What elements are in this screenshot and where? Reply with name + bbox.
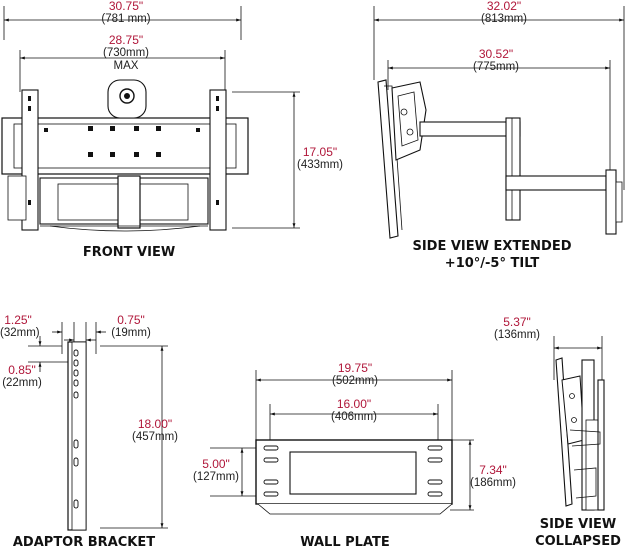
- wall-width-metric: (502mm): [331, 375, 378, 387]
- front-inner-metric: (730mm): [102, 47, 149, 59]
- collapsed-depth-imperial: 5.37": [503, 315, 531, 329]
- adaptor-bracket-title: ADAPTOR BRACKET: [12, 535, 156, 550]
- front-inner-imperial: 28.75": [108, 33, 144, 47]
- side-ext-arm-imperial: 30.52": [478, 47, 514, 61]
- collapsed-depth-dim: 5.37" (136mm): [486, 316, 548, 342]
- adaptor-height-dim: 18.00" (457mm): [126, 418, 184, 444]
- wall-height-metric: (186mm): [469, 477, 516, 489]
- front-width-dim: 30.75" (781 mm): [96, 0, 156, 26]
- wall-holes-imperial: 16.00": [336, 397, 372, 411]
- wall-width-imperial: 19.75": [337, 361, 373, 375]
- side-ext-total-imperial: 32.02": [486, 0, 522, 13]
- adaptor-top-imperial: 1.25": [4, 313, 32, 327]
- wall-width-dim: 19.75" (502mm): [324, 362, 386, 388]
- wall-holes-dim: 16.00" (406mm): [320, 398, 388, 424]
- wall-hole-v-imperial: 5.00": [202, 457, 230, 471]
- side-ext-total-dim: 32.02" (813mm): [472, 0, 536, 26]
- side-extended-title: SIDE VIEW EXTENDED +10°/-5° TILT: [404, 238, 580, 272]
- wall-holes-metric: (406mm): [330, 411, 377, 423]
- adaptor-top-metric: (32mm): [0, 327, 40, 339]
- side-extended-title-line2: +10°/-5° TILT: [444, 256, 540, 271]
- side-collapsed-title: SIDE VIEW COLLAPSED: [530, 516, 626, 550]
- adaptor-height-imperial: 18.00": [137, 417, 173, 431]
- front-width-metric: (781 mm): [101, 13, 151, 25]
- adaptor-side-imperial: 0.85": [8, 363, 36, 377]
- front-height-metric: (433mm): [296, 159, 343, 171]
- wall-height-imperial: 7.34": [479, 463, 507, 477]
- adaptor-bracket-drawing: [28, 322, 168, 531]
- side-collapsed-title-line2: COLLAPSED: [535, 534, 621, 549]
- front-view-title: FRONT VIEW: [82, 245, 176, 260]
- adaptor-side-dim: 0.85" (22mm): [0, 364, 44, 390]
- front-view-drawing: [1, 6, 300, 232]
- collapsed-depth-metric: (136mm): [493, 329, 540, 341]
- side-ext-arm-dim: 30.52" (775mm): [460, 48, 532, 74]
- side-collapsed-title-line1: SIDE VIEW: [539, 517, 617, 532]
- adaptor-right-imperial: 0.75": [117, 313, 145, 327]
- front-inner-dim: 28.75" (730mm) MAX: [94, 34, 158, 73]
- wall-plate-drawing: [210, 370, 474, 515]
- side-ext-arm-metric: (775mm): [472, 61, 519, 73]
- wall-hole-v-metric: (127mm): [192, 471, 239, 483]
- wall-plate-title: WALL PLATE: [300, 535, 390, 550]
- front-inner-note: MAX: [113, 60, 139, 72]
- adaptor-height-metric: (457mm): [131, 431, 178, 443]
- wall-hole-v-dim: 5.00" (127mm): [186, 458, 246, 484]
- side-extended-drawing: [373, 6, 625, 239]
- adaptor-right-dim: 0.75" (19mm): [102, 314, 160, 340]
- adaptor-top-dim: 1.25" (32mm): [0, 313, 40, 340]
- wall-height-dim: 7.34" (186mm): [462, 464, 524, 490]
- front-height-dim: 17.05" (433mm): [290, 146, 350, 172]
- side-extended-title-line1: SIDE VIEW EXTENDED: [412, 239, 572, 254]
- side-ext-total-metric: (813mm): [480, 13, 527, 25]
- adaptor-right-metric: (19mm): [111, 327, 151, 339]
- adaptor-side-metric: (22mm): [2, 377, 42, 389]
- front-height-imperial: 17.05": [302, 145, 338, 159]
- front-width-imperial: 30.75": [108, 0, 144, 13]
- side-collapsed-drawing: [553, 336, 605, 511]
